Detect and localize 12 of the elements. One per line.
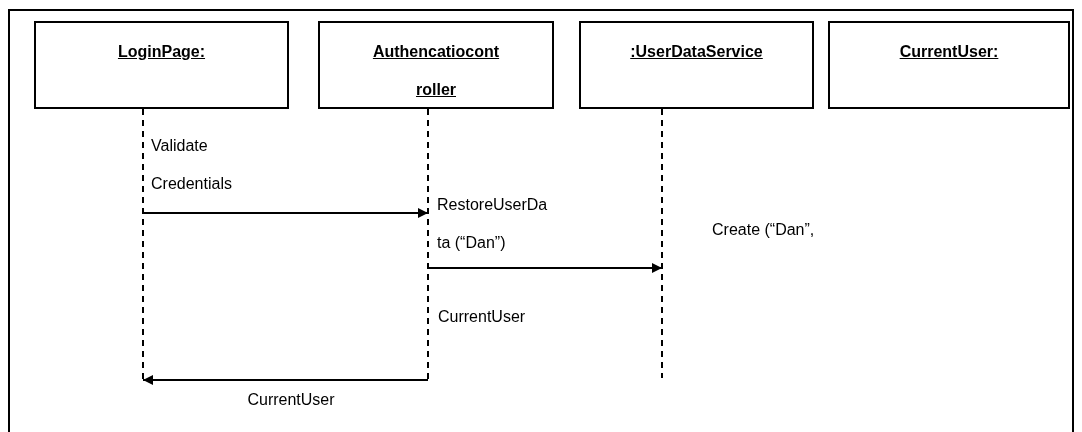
object-name: :UserDataService: [630, 42, 763, 62]
message-label: RestoreUserDa ta (“Dan”): [437, 195, 549, 253]
object-name: LoginPage:: [117, 42, 206, 62]
message-arrow: [427, 263, 663, 273]
message-label: Validate Credentials: [151, 136, 233, 194]
object-name: CurrentUser:: [899, 42, 999, 62]
note-text: Create (“Dan”,: [712, 220, 815, 240]
object-name: Authencatiocont roller: [371, 42, 501, 100]
message-label: CurrentUser: [246, 390, 336, 410]
message-arrow: [142, 375, 429, 385]
message-arrow: [142, 208, 429, 218]
note-text: CurrentUser: [438, 307, 526, 327]
